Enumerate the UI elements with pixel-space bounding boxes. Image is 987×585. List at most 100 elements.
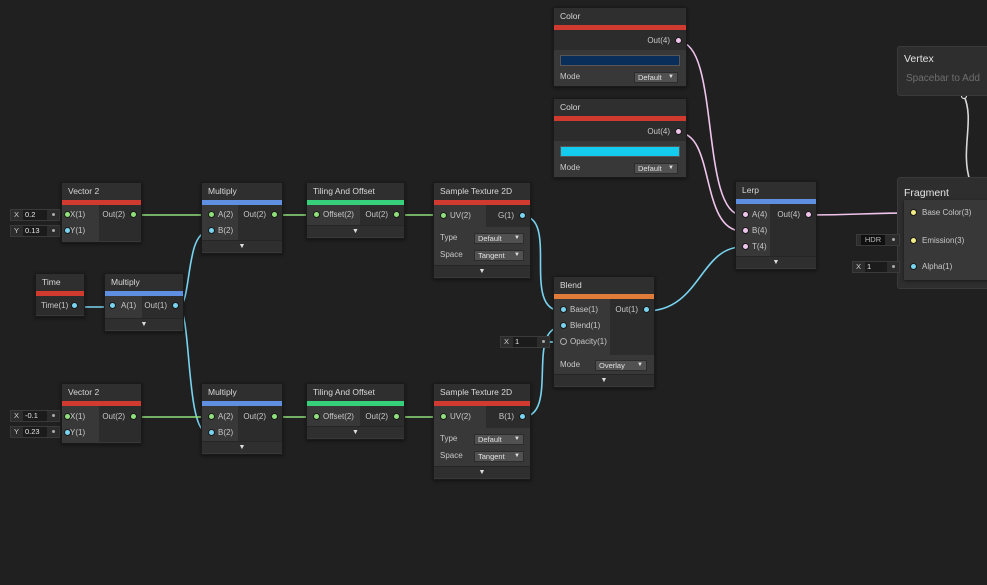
port-a-icon[interactable] (742, 211, 749, 218)
port-y-icon[interactable] (64, 227, 71, 234)
mode-dropdown[interactable]: Default▼ (634, 163, 678, 174)
collapse-chevron-icon[interactable]: ▼ (478, 268, 486, 275)
port-label: Out(2) (365, 210, 388, 219)
wire-color2-to-lerp-b (678, 132, 743, 232)
vector2-top-y-input[interactable]: Y 0.13 (10, 225, 60, 237)
port-a-icon[interactable] (109, 302, 116, 309)
port-out-icon[interactable] (130, 211, 137, 218)
node-title: Sample Texture 2D (434, 183, 530, 200)
collapse-chevron-icon[interactable]: ▼ (352, 429, 359, 436)
port-emission-icon[interactable] (910, 237, 917, 244)
mode-dropdown[interactable]: Default▼ (634, 72, 678, 83)
port-out-icon[interactable] (675, 37, 682, 44)
port-uv-icon[interactable] (440, 212, 447, 219)
port-base-color-icon[interactable] (910, 209, 917, 216)
vector2-top-x-input[interactable]: X 0.2 (10, 209, 60, 221)
port-b-icon[interactable] (208, 429, 215, 436)
port-label: Out(1) (615, 305, 638, 314)
port-offset-icon[interactable] (313, 413, 320, 420)
emission-hdr-input[interactable]: HDR (856, 234, 900, 246)
wire-blend-to-lerp-t (645, 246, 743, 312)
node-multiply-time[interactable]: Multiply A(1) Out(1) ▼ (104, 273, 184, 332)
port-t-icon[interactable] (742, 243, 749, 250)
node-sample-texture-top[interactable]: Sample Texture 2D UV(2) G(1) Type Defaul… (433, 182, 531, 279)
collapse-chevron-icon[interactable]: ▼ (140, 321, 148, 328)
port-b-icon[interactable] (519, 413, 526, 420)
vector2-bottom-y-input[interactable]: Y 0.23 (10, 426, 60, 438)
port-label: Time(1) (41, 301, 69, 310)
collapse-chevron-icon[interactable]: ▼ (238, 243, 246, 250)
vertex-hint: Spacebar to Add (906, 73, 980, 84)
node-title: Color (554, 99, 686, 116)
collapse-chevron-icon[interactable]: ▼ (238, 444, 246, 451)
color-swatch[interactable] (560, 146, 680, 157)
node-color-1[interactable]: Color Out(4) Mode Default▼ (553, 7, 687, 87)
alpha-input[interactable]: X 1 (852, 261, 900, 273)
port-blend-icon[interactable] (560, 322, 567, 329)
node-sample-texture-bottom[interactable]: Sample Texture 2D UV(2) B(1) Type Defaul… (433, 383, 531, 480)
node-title: Color (554, 8, 686, 25)
port-out-icon[interactable] (172, 302, 179, 309)
node-title: Sample Texture 2D (434, 384, 530, 401)
vector2-bottom-x-input[interactable]: X -0.1 (10, 410, 60, 422)
port-out-icon[interactable] (805, 211, 812, 218)
node-tiling-top[interactable]: Tiling And Offset Offset(2) Out(2) ▼ (306, 182, 405, 239)
type-dropdown[interactable]: Default▼ (474, 434, 524, 445)
node-time[interactable]: Time Time(1) (35, 273, 85, 317)
port-out-icon[interactable] (271, 413, 278, 420)
port-label: A(2) (218, 210, 234, 219)
port-label: Alpha(1) (922, 262, 953, 271)
port-opacity-icon[interactable] (560, 338, 567, 345)
fragment-block[interactable]: Base Color(3) Emission(3) Alpha(1) (904, 200, 987, 280)
type-dropdown[interactable]: Default▼ (474, 233, 524, 244)
port-alpha-icon[interactable] (910, 263, 917, 270)
port-label: B(2) (218, 428, 234, 437)
space-dropdown[interactable]: Tangent▼ (474, 451, 524, 462)
node-color-2[interactable]: Color Out(4) Mode Default▼ (553, 98, 687, 178)
collapse-chevron-icon[interactable]: ▼ (478, 469, 486, 476)
port-x-icon[interactable] (64, 211, 71, 218)
node-multiply-top[interactable]: Multiply A(2) B(2) Out(2) ▼ (201, 182, 283, 254)
blend-mode-dropdown[interactable]: Overlay▼ (595, 360, 647, 371)
space-dropdown[interactable]: Tangent▼ (474, 250, 524, 261)
port-out-icon[interactable] (393, 413, 400, 420)
node-tiling-bottom[interactable]: Tiling And Offset Offset(2) Out(2) ▼ (306, 383, 405, 440)
vertex-context[interactable]: Vertex Spacebar to Add (897, 46, 987, 96)
port-out-icon[interactable] (675, 128, 682, 135)
dropdown-arrow-icon: ▼ (514, 436, 520, 442)
collapse-chevron-icon[interactable]: ▼ (600, 377, 608, 384)
port-b-icon[interactable] (742, 227, 749, 234)
blend-opacity-input[interactable]: X 1 (500, 336, 550, 348)
port-uv-icon[interactable] (440, 413, 447, 420)
port-b-icon[interactable] (208, 227, 215, 234)
port-out-icon[interactable] (393, 211, 400, 218)
port-a-icon[interactable] (208, 413, 215, 420)
port-y-icon[interactable] (64, 429, 71, 436)
collapse-chevron-icon[interactable]: ▼ (352, 228, 359, 235)
port-out-icon[interactable] (271, 211, 278, 218)
port-label: T(4) (752, 242, 767, 251)
node-multiply-bottom[interactable]: Multiply A(2) B(2) Out(2) ▼ (201, 383, 283, 455)
port-out-icon[interactable] (130, 413, 137, 420)
port-label: Out(2) (102, 210, 125, 219)
vertex-title: Vertex (904, 53, 934, 65)
port-label: Out(2) (243, 210, 266, 219)
node-blend[interactable]: Blend Base(1) Blend(1) Opacity(1) Out(1)… (553, 276, 655, 388)
node-vector2-bottom[interactable]: Vector 2 X(1) Y(1) Out(2) (61, 383, 142, 444)
port-base-icon[interactable] (560, 306, 567, 313)
port-label: Out(2) (102, 412, 125, 421)
node-vector2-top[interactable]: Vector 2 X(1) Y(1) Out(2) (61, 182, 142, 243)
port-a-icon[interactable] (208, 211, 215, 218)
port-offset-icon[interactable] (313, 211, 320, 218)
port-g-icon[interactable] (519, 212, 526, 219)
dropdown-arrow-icon: ▼ (668, 74, 674, 80)
node-lerp[interactable]: Lerp A(4) B(4) T(4) Out(4) ▼ (735, 181, 817, 270)
port-label: G(1) (498, 211, 514, 220)
port-out-icon[interactable] (643, 306, 650, 313)
color-swatch[interactable] (560, 55, 680, 66)
port-label: A(4) (752, 210, 768, 219)
port-x-icon[interactable] (64, 413, 71, 420)
port-out-icon[interactable] (71, 302, 79, 309)
collapse-chevron-icon[interactable]: ▼ (772, 259, 780, 266)
port-label: B(4) (752, 226, 768, 235)
